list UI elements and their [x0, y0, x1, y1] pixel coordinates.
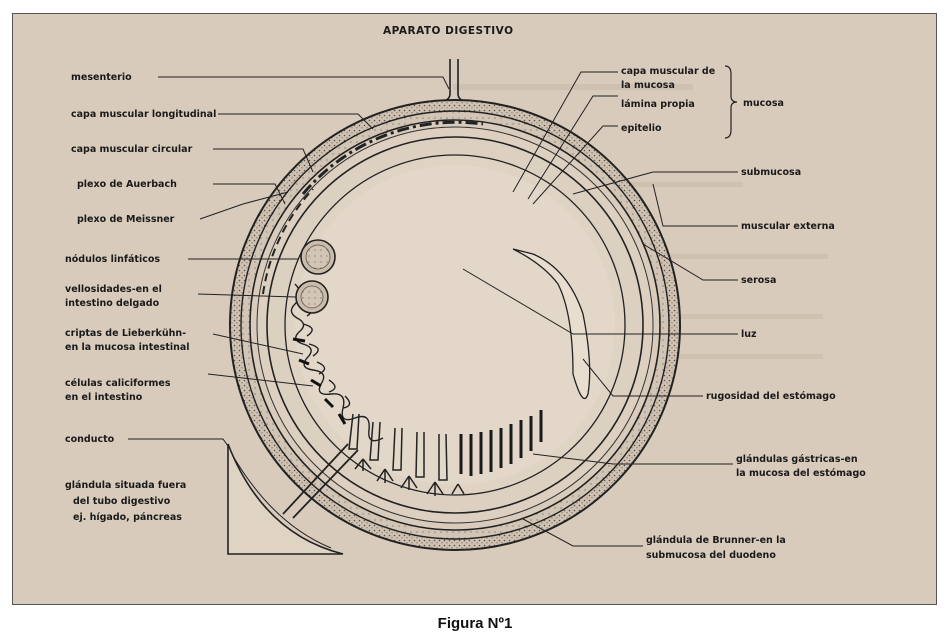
digestive-tract-diagram: APARATO DIGESTIVO: [65, 25, 866, 561]
figure-caption: Figura Nº1: [437, 615, 513, 632]
diagram-title: APARATO DIGESTIVO: [383, 25, 514, 37]
brunner-glands: [354, 458, 465, 496]
lymph-nodules: [295, 239, 336, 314]
label-vellosidades-1: vellosidades-en el: [65, 284, 162, 295]
label-rugosidad: rugosidad del estómago: [706, 391, 836, 402]
label-brunner-2: submucosa del duodeno: [646, 550, 776, 561]
label-glandula-fuera-2: del tubo digestivo: [73, 496, 171, 507]
label-capa-muscular-mucosa-1: capa muscular de: [621, 66, 715, 77]
label-mucosa: mucosa: [743, 98, 784, 109]
gastric-glands: [459, 410, 543, 476]
label-capa-muscular-mucosa-2: la mucosa: [621, 80, 675, 91]
label-vellosidades-2: intestino delgado: [65, 298, 160, 309]
intestinal-crypts: [348, 413, 448, 481]
lumen: [295, 165, 615, 485]
label-capa-muscular-longitudinal: capa muscular longitudinal: [71, 109, 216, 120]
label-glandulas-gastricas-2: la mucosa del estómago: [736, 468, 866, 479]
label-celulas-1: células caliciformes: [65, 378, 171, 389]
label-muscular-externa: muscular externa: [741, 221, 835, 232]
mesentery-stalk: [432, 59, 476, 105]
label-lamina-propia: lámina propia: [621, 99, 695, 110]
label-glandula-fuera-1: glándula situada fuera: [65, 480, 186, 491]
diagram-frame: APARATO DIGESTIVO: [12, 13, 937, 605]
label-glandula-fuera-3: ej. hígado, páncreas: [73, 512, 182, 523]
label-capa-muscular-circular: capa muscular circular: [71, 144, 193, 155]
label-mesenterio: mesenterio: [71, 72, 132, 83]
label-epitelio: epitelio: [621, 123, 662, 134]
label-criptas-1: criptas de Lieberkühn-: [65, 328, 186, 339]
label-luz: luz: [741, 329, 757, 340]
external-gland: [227, 443, 359, 555]
label-serosa: serosa: [741, 275, 776, 286]
goblet-cells: [292, 337, 347, 425]
label-nodulos-linfaticos: nódulos linfáticos: [65, 254, 160, 265]
label-glandulas-gastricas-1: glándulas gástricas-en: [736, 454, 858, 465]
label-celulas-2: en el intestino: [65, 392, 143, 403]
mucosa-brace: [724, 65, 738, 139]
label-plexo-meissner: plexo de Meissner: [77, 214, 175, 225]
label-conducto: conducto: [65, 434, 115, 445]
label-submucosa: submucosa: [741, 167, 801, 178]
label-brunner-1: glándula de Brunner-en la: [646, 535, 786, 546]
label-criptas-2: en la mucosa intestinal: [65, 342, 190, 353]
label-plexo-auerbach: plexo de Auerbach: [77, 179, 177, 190]
stomach-rugosity: [512, 248, 591, 400]
label-leader-lines: [128, 71, 738, 547]
